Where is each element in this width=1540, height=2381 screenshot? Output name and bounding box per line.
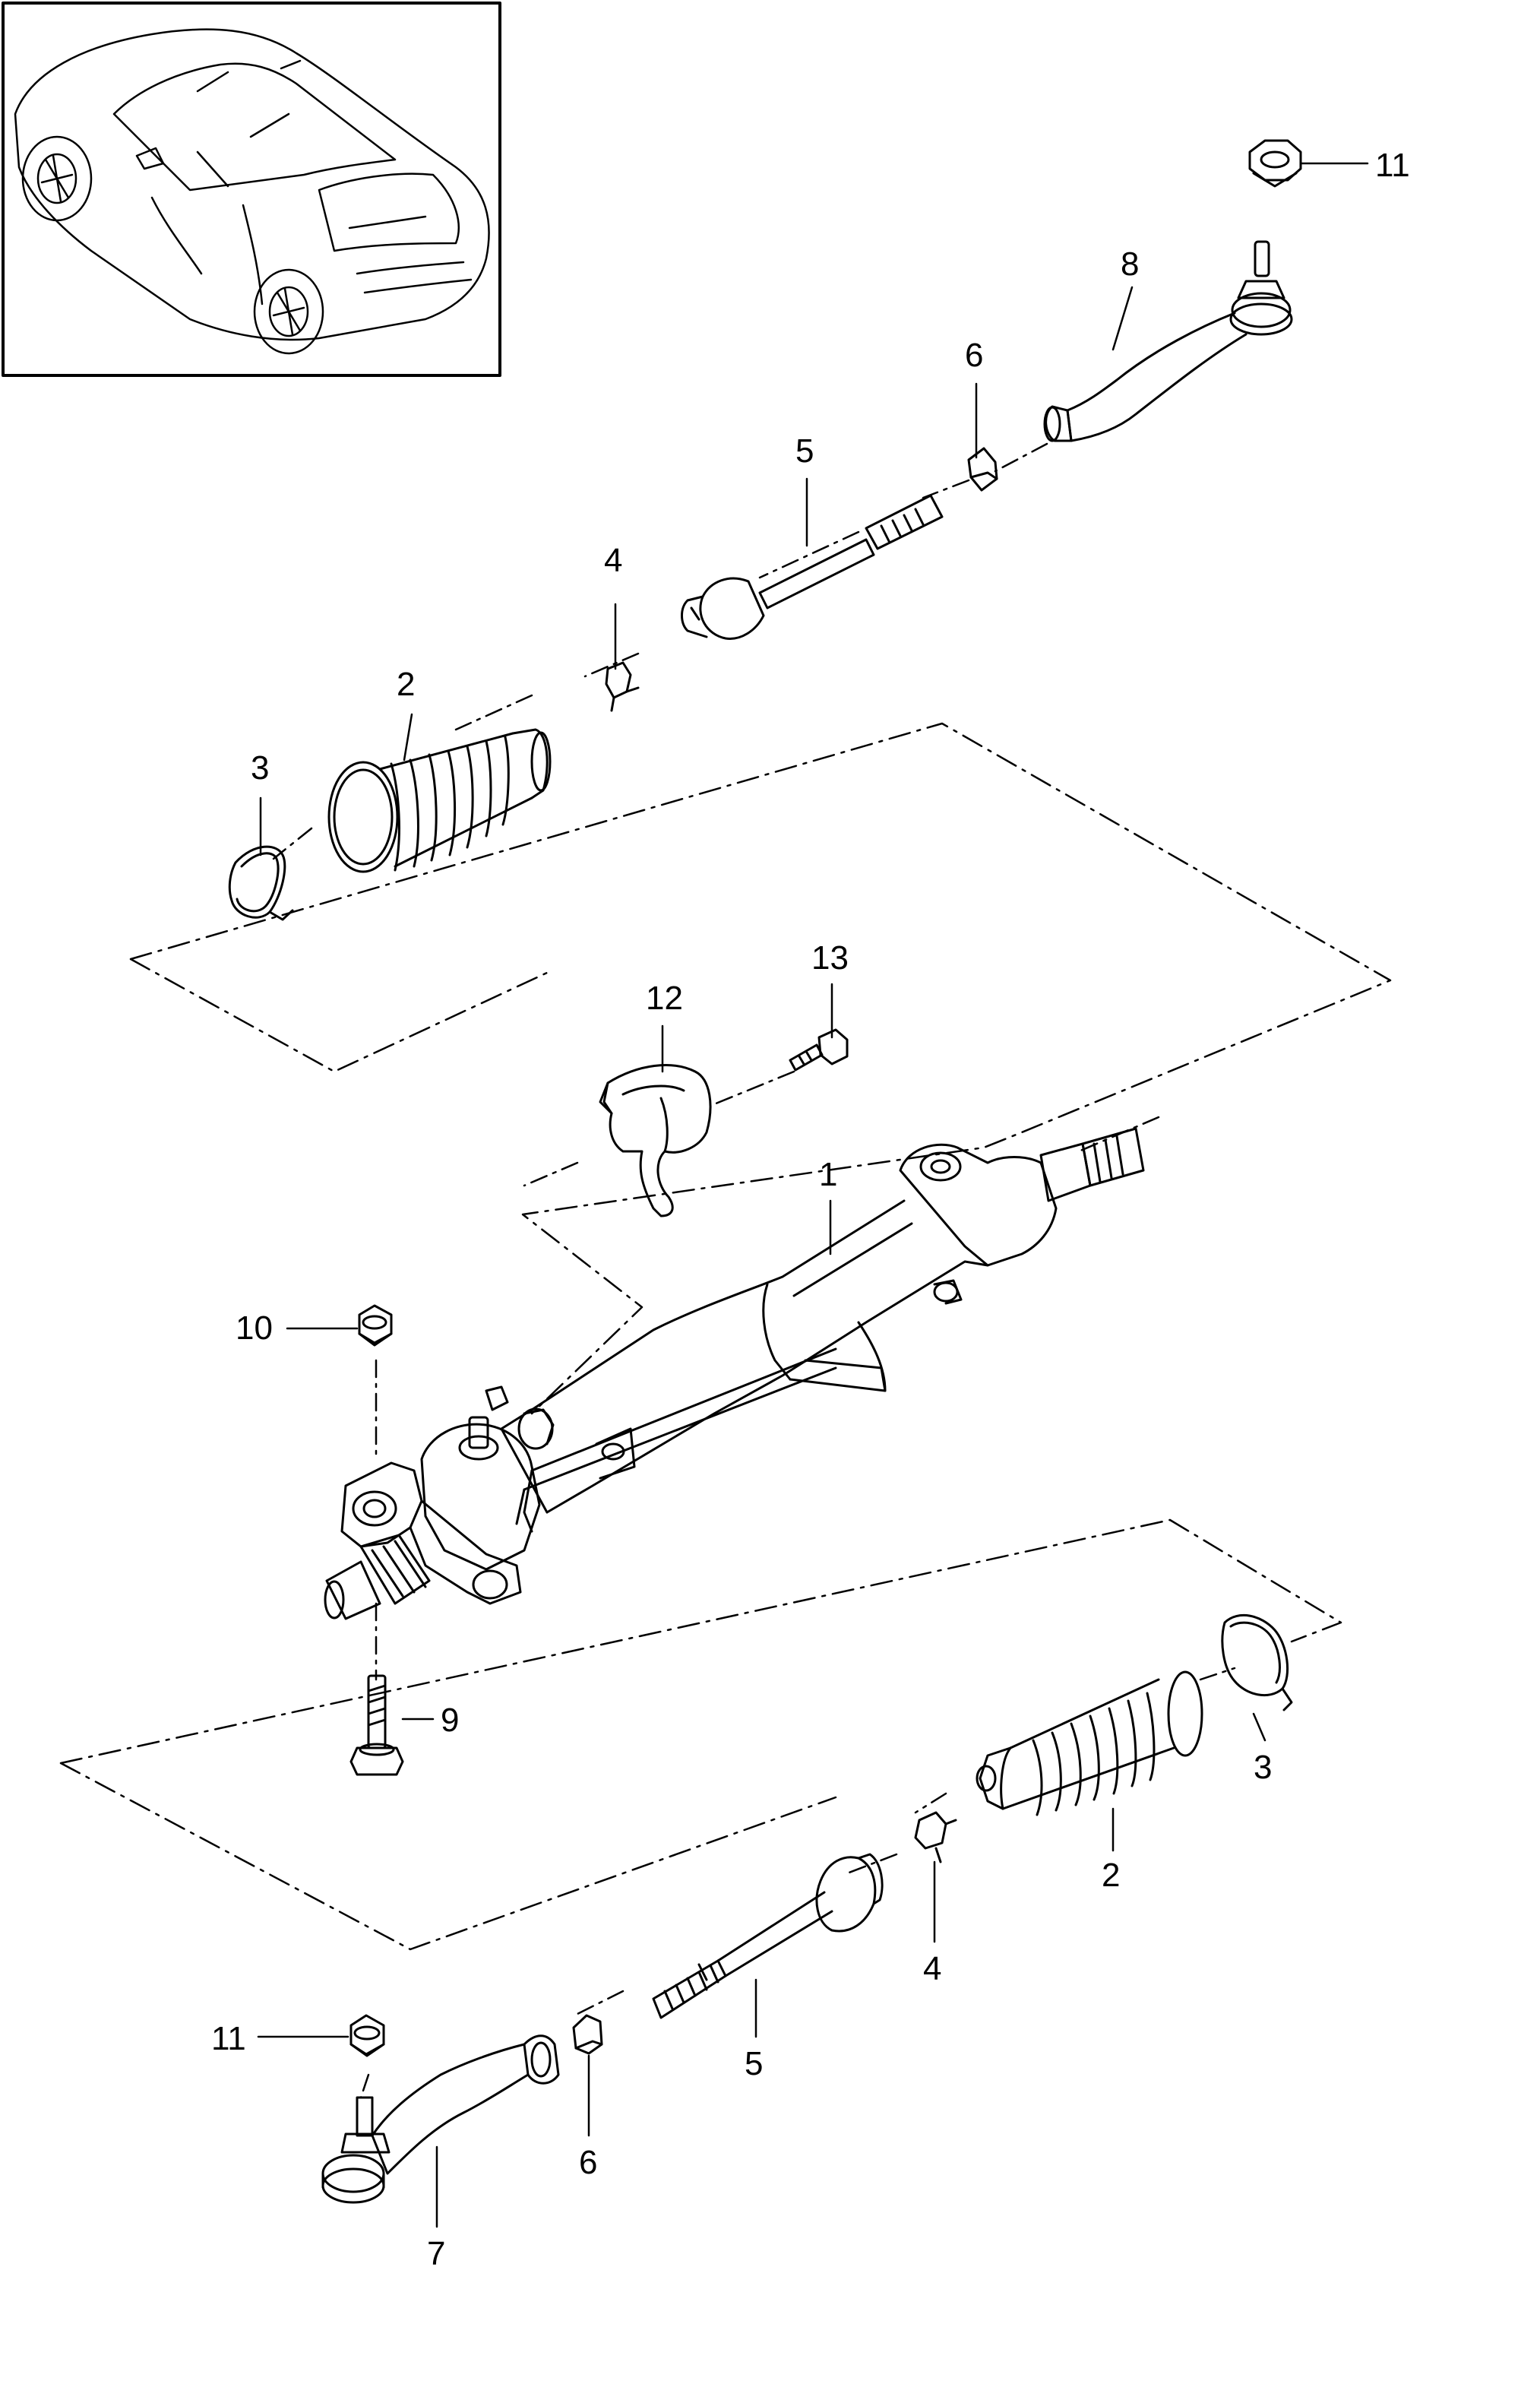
callout-6-upper: 6 bbox=[965, 337, 983, 374]
callout-13: 13 bbox=[811, 939, 849, 977]
lower-assembly-boundary bbox=[59, 1518, 1342, 1951]
part-7-tie-rod-end-lower bbox=[321, 2034, 560, 2204]
part-10-nut bbox=[358, 1304, 393, 1347]
part-3-clip-upper bbox=[228, 845, 294, 921]
part-6-jam-nut-lower bbox=[572, 2014, 603, 2055]
callout-2-lower: 2 bbox=[1102, 1857, 1120, 1894]
callout-10: 10 bbox=[236, 1309, 273, 1347]
vehicle-thumbnail bbox=[2, 2, 501, 377]
callout-5-upper: 5 bbox=[795, 432, 814, 470]
callout-6-lower: 6 bbox=[579, 2144, 597, 2181]
callout-5-lower: 5 bbox=[745, 2045, 763, 2082]
part-12-bracket bbox=[599, 1064, 712, 1217]
assembly-boundaries bbox=[59, 722, 1392, 1951]
callout-12: 12 bbox=[646, 980, 683, 1017]
part-2-boot-lower bbox=[976, 1670, 1203, 1816]
part-4-clamp-upper bbox=[605, 661, 640, 712]
callout-labels: 11 8 6 5 4 2 3 12 13 1 10 9 3 2 4 5 6 11… bbox=[211, 147, 1410, 2272]
callout-1: 1 bbox=[819, 1156, 837, 1193]
callout-8: 8 bbox=[1121, 245, 1139, 283]
part-4-clamp-lower bbox=[914, 1811, 957, 1863]
thumbnail-frame bbox=[2, 2, 501, 377]
part-5-inner-tie-rod-lower bbox=[652, 1853, 884, 2019]
part-5-inner-tie-rod-upper bbox=[681, 494, 944, 640]
part-8-tie-rod-end-upper bbox=[1043, 240, 1293, 442]
part-1-steering-rack bbox=[324, 1127, 1145, 1620]
callout-3-upper: 3 bbox=[251, 749, 269, 787]
callout-4-lower: 4 bbox=[923, 1950, 941, 1987]
callout-9: 9 bbox=[441, 1702, 459, 1739]
part-6-jam-nut-upper bbox=[967, 447, 998, 492]
callout-4-upper: 4 bbox=[604, 542, 622, 579]
assembly-centerlines bbox=[272, 442, 1236, 2099]
callout-2-upper: 2 bbox=[397, 666, 415, 703]
car-icon bbox=[14, 28, 490, 355]
callout-3-lower: 3 bbox=[1254, 1749, 1272, 1786]
part-11-nut-lower bbox=[349, 2014, 385, 2057]
callout-7: 7 bbox=[427, 2235, 445, 2272]
part-3-clip-lower bbox=[1221, 1613, 1293, 1711]
upper-assembly-boundary bbox=[129, 722, 1392, 1415]
part-9-bolt bbox=[349, 1674, 404, 1776]
part-2-boot-upper bbox=[327, 728, 552, 873]
callout-11-upper: 11 bbox=[1375, 147, 1410, 184]
part-11-nut-upper bbox=[1248, 139, 1302, 188]
callout-11-lower: 11 bbox=[211, 2020, 246, 2057]
leader-lines bbox=[257, 162, 1369, 2228]
part-13-bolt bbox=[789, 1028, 849, 1072]
